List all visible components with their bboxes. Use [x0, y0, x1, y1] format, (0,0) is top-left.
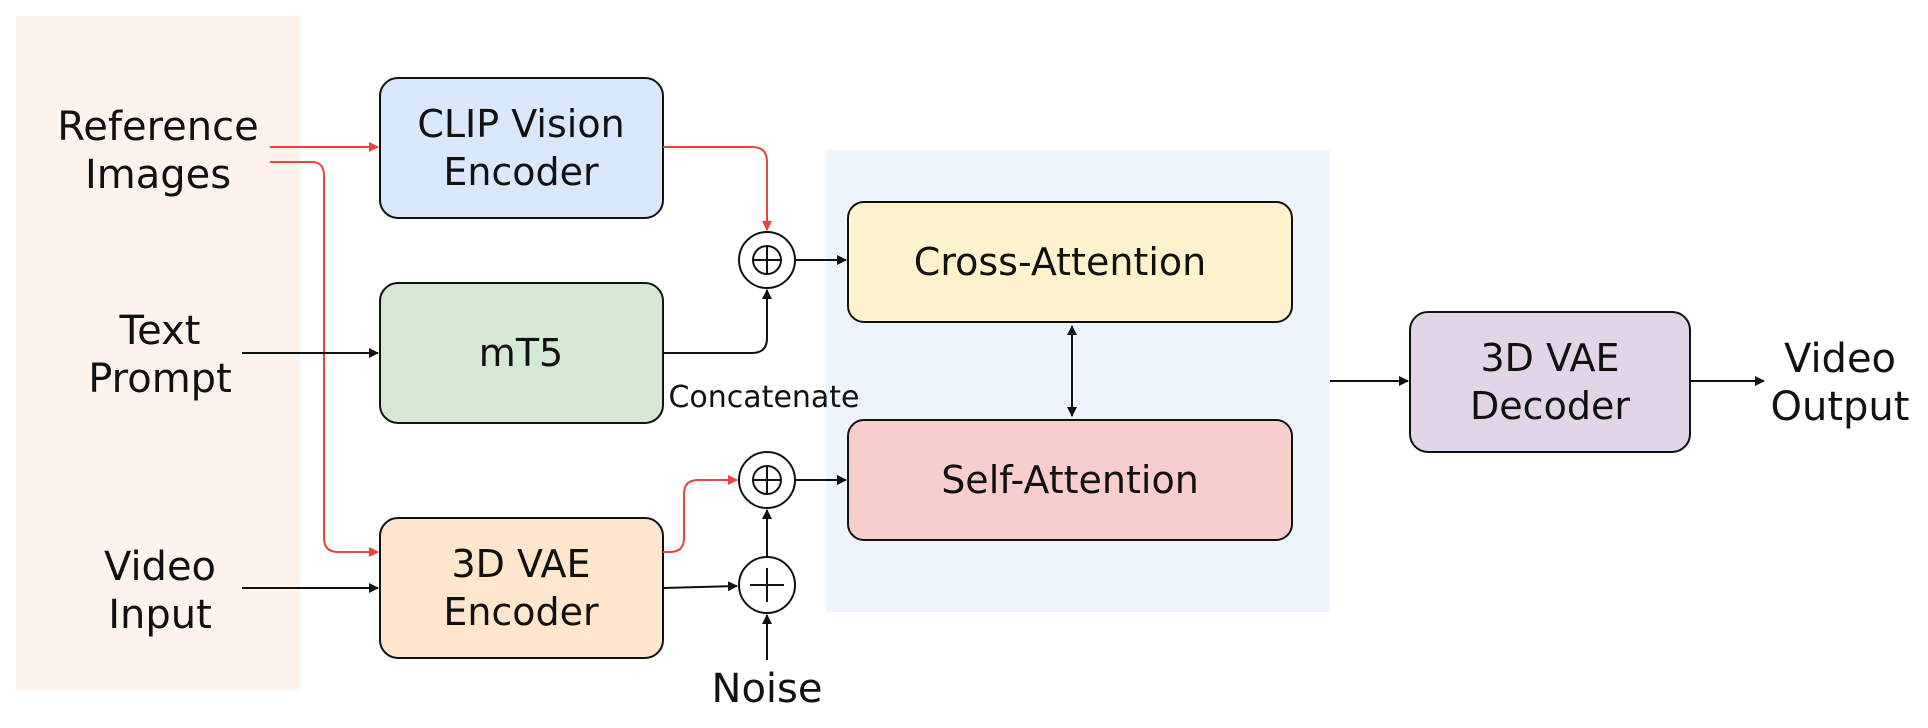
text-prompt-line-2: Prompt	[88, 356, 232, 402]
reference-images-line-2: Images	[85, 152, 231, 198]
clip-vision-encoder-line-1: CLIP Vision	[417, 102, 624, 146]
plus-circle-top-inner	[752, 245, 782, 275]
text-prompt-line-1: Text	[119, 308, 201, 354]
cross-attention-box	[847, 201, 1293, 323]
vae-encoder-box	[379, 517, 664, 659]
cross-attention-label: Cross-Attention	[914, 240, 1206, 284]
arrow-clip-to-plus-top	[663, 146, 772, 231]
clip-vision-encoder-line-2: Encoder	[443, 150, 599, 194]
vae-decoder-line-2: Decoder	[1470, 384, 1630, 428]
noise-label: Noise	[712, 666, 823, 712]
arrow-mt5-to-plus-top	[663, 289, 772, 354]
reference-images-line-1: Reference	[57, 104, 258, 150]
vae-decoder-box	[1409, 311, 1691, 453]
video-input-line-1: Video	[104, 544, 216, 590]
video-input-line-2: Input	[108, 592, 212, 638]
video-output-line-2: Output	[1771, 384, 1910, 430]
self-attention-box	[847, 419, 1293, 541]
plus-circle-mid-inner	[752, 465, 782, 495]
concatenate-label: Concatenate	[668, 380, 859, 415]
clip-vision-encoder-box	[379, 77, 664, 219]
self-attention-label: Self-Attention	[941, 458, 1199, 502]
vae-encoder-line-1: 3D VAE	[451, 542, 590, 586]
arrow-vae-encoder-to-add	[662, 581, 738, 592]
video-output-line-1: Video	[1784, 336, 1896, 382]
arrow-vae-encoder-to-plus-mid	[663, 475, 738, 553]
vae-encoder-line-2: Encoder	[443, 590, 599, 634]
arrow-reference-to-vae-encoder	[270, 161, 379, 557]
vae-decoder-line-1: 3D VAE	[1480, 336, 1619, 380]
mt5-label: mT5	[479, 331, 563, 375]
